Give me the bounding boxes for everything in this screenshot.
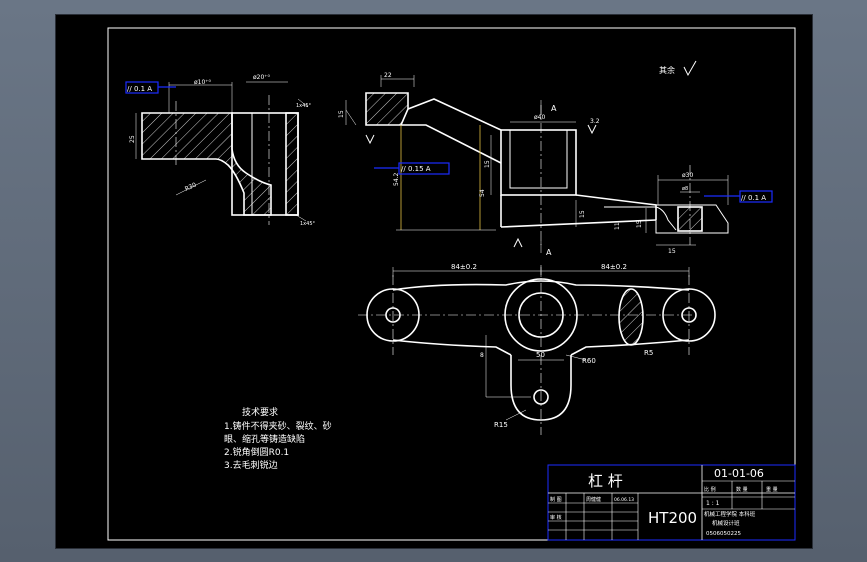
tb-weight-label: 重 量: [766, 486, 778, 493]
drawing-title: 杠 杆: [588, 472, 623, 490]
material-label: HT200: [648, 509, 697, 527]
dim-mid-54b: 54: [479, 189, 486, 197]
dim-bottom-r60: R60: [582, 357, 596, 365]
tb-check-label: 审 核: [550, 514, 562, 521]
dim-left-r30: R30: [184, 181, 198, 192]
right-detail-view: [645, 165, 773, 246]
dim-bottom-84-right: 84±0.2: [601, 263, 627, 271]
left-section-view: [125, 81, 309, 225]
tb-qty-label: 数 量: [736, 486, 748, 493]
tech-req-line3: 2.锐角倒圆R0.1: [224, 446, 289, 458]
dim-left-chamfer: 1x45°: [296, 103, 312, 109]
drawing-number: 01-01-06: [714, 467, 764, 480]
roughness-note: 其余: [659, 65, 675, 75]
dim-bottom-50: 50: [536, 351, 545, 359]
tech-req-line1: 1.铸件不得夹砂、裂纹、砂: [224, 420, 332, 432]
dim-left-25: 25: [129, 135, 136, 143]
dim-mid-roughness: 3.2: [590, 118, 600, 125]
section-label-a-top: A: [551, 104, 557, 113]
dim-mid-15b: 15: [484, 160, 491, 168]
tb-scale-label: 比 例: [704, 486, 716, 493]
tb-scale-value: 1 : 1: [706, 500, 720, 507]
dim-left-phi: ø10⁺⁰: [194, 79, 211, 86]
dim-mid-54: 54.2: [393, 172, 400, 186]
dim-mid-15: 15: [338, 110, 345, 118]
tb-school-line2: 机械设计班: [712, 519, 740, 527]
dim-right-11: 11: [614, 222, 621, 230]
dim-mid-22: 22: [384, 72, 392, 79]
tb-design-label: 制 图: [550, 496, 562, 503]
dim-right-phi2: ø8: [682, 186, 688, 192]
sheet-border: [107, 27, 796, 541]
dim-bottom-84-left: 84±0.2: [451, 263, 477, 271]
tb-code: 0506050225: [706, 531, 741, 537]
dim-bottom-r15: R15: [494, 421, 508, 429]
dim-mid-15c: 15: [579, 210, 586, 218]
section-label-a-bottom: A: [546, 248, 552, 257]
drawing-viewport[interactable]: // 0.1 A ø10⁺⁰ ø20⁺⁰ 25 R30 1x45° 1x45°: [55, 14, 813, 549]
middle-front-view: [345, 75, 677, 253]
title-block: [547, 464, 796, 541]
tolerance-label-3: // 0.1 A: [741, 194, 766, 202]
dim-mid-phi: ø40: [534, 114, 545, 121]
bottom-top-view: [358, 265, 716, 435]
dim-left-chamfer2: 1x45°: [300, 221, 316, 227]
tolerance-label-2: // 0.15 A: [401, 165, 431, 173]
dim-right-15: 15: [668, 248, 676, 255]
tb-school-line1: 机械工程学院 本科班: [704, 510, 756, 518]
tb-date: 06.06.13: [614, 497, 634, 503]
tb-design-name: 周健健: [586, 496, 601, 503]
tech-req-heading: 技术要求: [242, 406, 278, 418]
tech-req-line2: 眼、缩孔等铸造缺陷: [224, 433, 305, 445]
cad-drawing-canvas: // 0.1 A ø10⁺⁰ ø20⁺⁰ 25 R30 1x45° 1x45°: [107, 27, 796, 541]
tolerance-label-1: // 0.1 A: [127, 85, 152, 93]
tech-req-line4: 3.去毛刺锐边: [224, 459, 278, 471]
dim-bottom-r5: R5: [644, 349, 653, 357]
dim-right-phi: ø30: [682, 172, 693, 179]
dim-bottom-left: 8: [480, 352, 484, 359]
dim-left-phi2: ø20⁺⁰: [253, 74, 270, 81]
roughness-check-icon: [683, 60, 697, 77]
dim-right-15b: 15: [636, 220, 643, 228]
